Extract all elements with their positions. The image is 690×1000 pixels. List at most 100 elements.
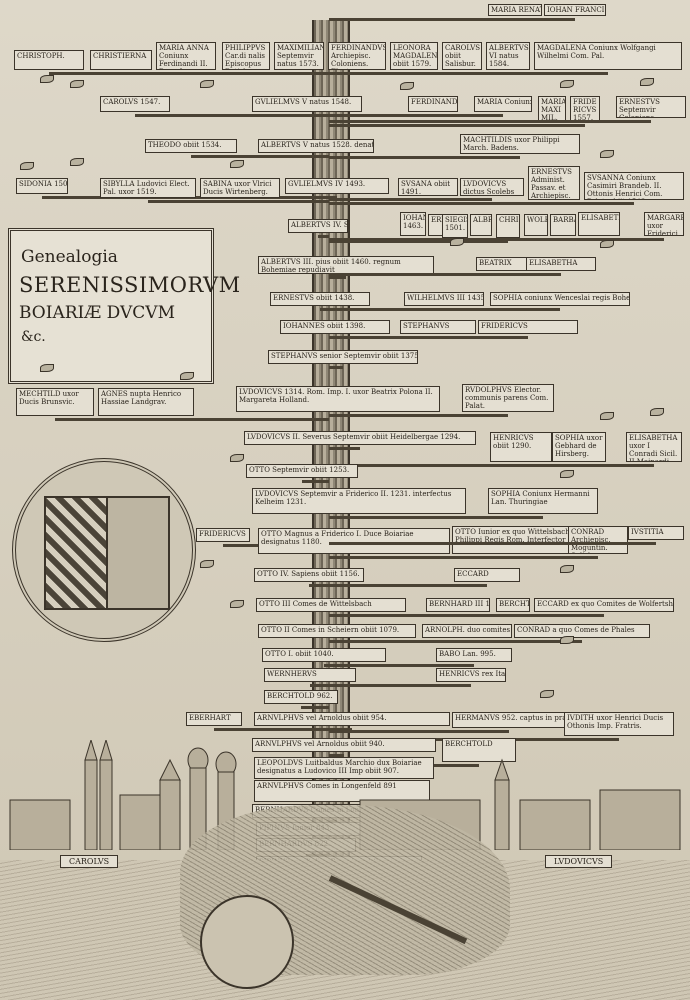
family-label-row9-0: STEPHANVS senior Septemvir obiit 1375. xyxy=(268,350,418,364)
family-label-row5-8: ELISABETH xyxy=(578,212,620,236)
family-label-row23-0: LEOPOLDVS Luitbaldus Marchio dux Boiaria… xyxy=(254,757,434,779)
family-label-row5-4: ALBRECHT xyxy=(470,214,492,236)
family-label-row11-2: SOPHIA uxor Gebhard de Hirsberg. xyxy=(552,432,606,462)
leaf-icon xyxy=(180,372,194,380)
family-label-row5-0: ALBERTVS IV. Sapiens xyxy=(288,219,348,233)
family-label-row8-1: STEPHANVS xyxy=(400,320,476,334)
family-label-row10-3: RVDOLPHVS Elector. communis parens Com. … xyxy=(462,384,554,412)
leaf-icon xyxy=(20,162,34,170)
leaf-icon xyxy=(230,600,244,608)
family-label-row17-1: ARNOLPH. duo comites in Dachaw xyxy=(422,624,512,638)
branch-line xyxy=(302,480,329,483)
family-label-row6-2: ELISABETHA xyxy=(526,257,596,271)
family-label-row1-5: FERDINANDVS Archiepisc. Coloniens. Elect… xyxy=(328,42,386,70)
branch-line xyxy=(329,366,343,369)
leaf-icon xyxy=(230,160,244,168)
family-label-row8-2: FRIDERICVS xyxy=(478,320,578,334)
branch-line xyxy=(329,198,492,201)
family-label-row11-0: LVDOVICVS II. Severus Septemvir obiit He… xyxy=(244,431,476,445)
family-label-row4-5: LVDOVICVS dictus Scolebs obiit 1545. xyxy=(460,178,524,196)
branch-line xyxy=(329,336,528,339)
branch-line xyxy=(329,18,575,21)
family-label-row16-3: ECCARD ex quo Comites de Wolfertshausen xyxy=(534,598,674,612)
family-label-row10-1: AGNES nupta Henrico Hassiae Landgrav. xyxy=(98,388,194,416)
leaf-icon xyxy=(600,412,614,420)
leaf-icon xyxy=(400,82,414,90)
family-label-row11-1: HENRICVS obiit 1290. xyxy=(490,432,552,462)
family-label-row19-0: WERNHERVS xyxy=(264,668,356,682)
branch-line xyxy=(214,728,329,731)
family-label-row18-1: BABO Lan. 995. xyxy=(436,648,512,662)
family-label-row5-3: SIEGISMUND 1501. xyxy=(442,214,468,238)
family-label-row2-0: CAROLVS 1547. xyxy=(100,96,170,112)
family-label-row2-6: ERNESTVS Septemvir Coloniens. xyxy=(616,96,686,118)
family-label-row5-1: IOHAN. 1463. xyxy=(400,212,426,236)
branch-line xyxy=(329,684,471,687)
family-label-row2-5: FRIDE RICVS 1557. xyxy=(570,96,600,122)
branch-line xyxy=(329,124,585,127)
family-label-row5-6: WOLFGANG xyxy=(524,214,548,236)
family-label-row14-0: FRIDERICVS xyxy=(196,528,250,542)
branch-line xyxy=(329,72,608,75)
family-label-row4-4: SVSANA obiit 1491. xyxy=(398,178,458,196)
branch-line xyxy=(246,72,329,75)
family-label-row21-3: IVDITH uxor Henrici Ducis Othonis Imp. F… xyxy=(564,712,674,736)
leaf-icon xyxy=(200,80,214,88)
family-label-row19-1: HENRICVS rex Ital. xyxy=(436,668,506,682)
family-label-row16-0: OTTO III Comes de Wittelsbach xyxy=(256,598,406,612)
family-label-row1-9: MAGDALENA Coniunx Wolfgangi Wilhelmi Com… xyxy=(534,42,682,70)
branch-line xyxy=(320,308,329,311)
leaf-icon xyxy=(450,238,464,246)
globe-icon xyxy=(200,895,294,989)
family-label-row14-2: OTTO Iunior ex quo Wittelsbach Philippi … xyxy=(452,526,576,554)
family-label-row21-0: EBERHART xyxy=(186,712,242,726)
family-label-row1-0: CHRISTOPH. xyxy=(14,50,84,70)
branch-line xyxy=(318,235,329,238)
family-label-top_right_2: IOHAN FRANCISC CAROLV natus 1618. xyxy=(544,4,606,16)
lion-quarter xyxy=(106,496,170,610)
family-label-row1-2: MARIA ANNA Coniunx Ferdinandi II. Rom. I… xyxy=(156,42,216,70)
branch-line xyxy=(329,754,344,757)
family-label-row15-0: OTTO IV. Sapiens obiit 1156. xyxy=(254,568,364,582)
family-label-row11-3: ELISABETHA uxor I Conradi Sicil. II Mein… xyxy=(626,432,682,462)
leaf-icon xyxy=(70,158,84,166)
branch-line xyxy=(329,730,509,733)
family-label-row4-0: SIDONIA 1505. xyxy=(16,178,68,194)
leaf-icon xyxy=(40,75,54,83)
family-label-row20-0: BERCHTOLD 962. xyxy=(264,690,338,704)
title-line-1: Genealogia xyxy=(21,247,118,267)
family-label-row17-2: CONRAD a quo Comes de Phales xyxy=(514,624,650,638)
family-label-row3-0: THEODO obiit 1534. xyxy=(145,139,237,153)
branch-line xyxy=(146,418,329,421)
family-label-row4-6: ERNESTVS Administ. Passav. et Archiepisc… xyxy=(528,166,580,200)
family-label-row5-9: MARGARETA uxor Friderici Ducis Mantuae xyxy=(644,212,684,236)
branch-line xyxy=(148,200,329,203)
family-label-row2-1: GVLIELMVS V natus 1548. xyxy=(252,96,362,112)
family-label-row13-1: SOPHIA Coniunx Hermanni Lan. Thuringiae xyxy=(488,488,598,514)
family-label-row7-2: SOPHIA coniunx Wenceslai regis Bohem. xyxy=(490,292,630,306)
leaf-icon xyxy=(540,690,554,698)
family-label-row16-1: BERNHARD III 1101 xyxy=(426,598,490,612)
family-label-row17-0: OTTO II Comes in Scheiern obiit 1079. xyxy=(258,624,416,638)
branch-line xyxy=(329,728,352,731)
family-label-row4-2: SABINA uxor Vlrici Ducis Wirtenberg. xyxy=(200,178,280,198)
family-label-row6-0: ALBERTVS III. pius obiit 1460. regnum Bo… xyxy=(258,256,434,274)
family-label-row5-5: CHRISTOPHORVS xyxy=(496,214,520,238)
family-label-row8-0: IOHANNES obiit 1398. xyxy=(280,320,390,334)
branch-line xyxy=(307,114,329,117)
family-label-row1-7: CAROLVS obiit Salisbur. xyxy=(442,42,482,70)
branch-line xyxy=(329,414,508,417)
family-label-row22-0: ARNVLPHVS vel Arnoldus obiit 940. xyxy=(252,738,436,752)
branch-line xyxy=(135,114,329,117)
family-label-row3-2: MACHTILDIS uxor Philippi March. Badens. xyxy=(460,134,580,154)
title-line-4: &c. xyxy=(21,329,46,345)
branch-line xyxy=(329,614,604,617)
family-label-row1-6: LEONORA MAGDALENA obiit 1579. xyxy=(390,42,438,70)
family-label-row21-2: HERMANVS 952. captus in pratis xyxy=(452,712,566,728)
branch-line xyxy=(329,202,634,205)
family-label-top_right_1: MARIA RENATA natus 1616. xyxy=(488,4,542,16)
family-label-row1-4: MAXIMILIANVS Septemvir natus 1573. xyxy=(274,42,324,70)
branch-line xyxy=(329,114,503,117)
family-label-row21-1: ARNVLPHVS vel Arnoldus obiit 954. xyxy=(254,712,450,726)
family-label-row10-0: MECHTILD uxor Ducis Brunsvic. xyxy=(16,388,94,416)
